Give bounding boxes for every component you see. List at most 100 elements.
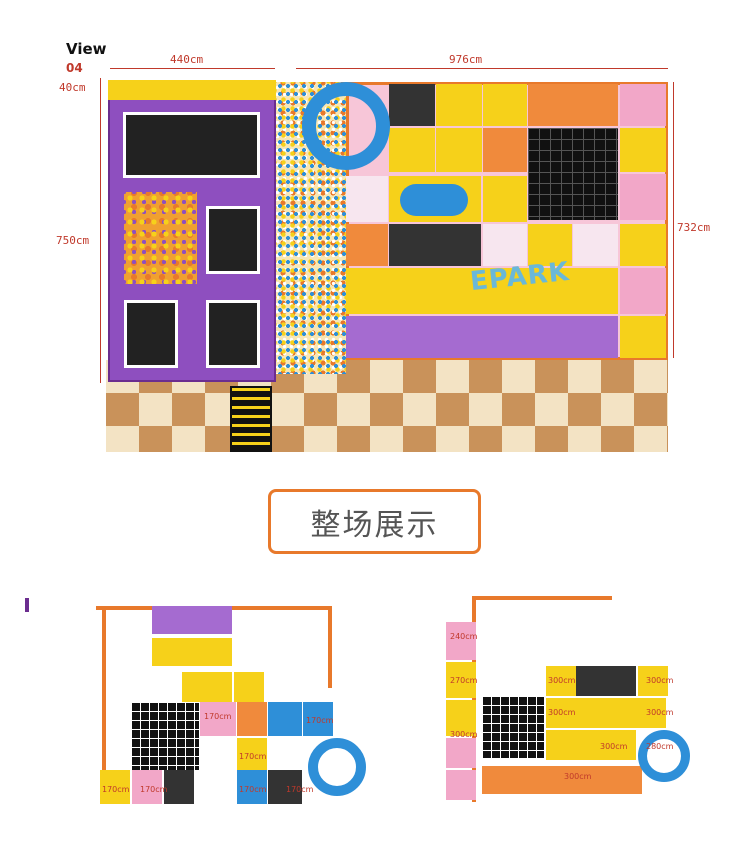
- yellow-block: [576, 730, 636, 760]
- view-label: View: [66, 40, 107, 58]
- trampoline-top-band: [108, 80, 276, 100]
- blue-block: [303, 702, 333, 736]
- height-label: 300cm: [548, 708, 576, 717]
- height-label: 300cm: [646, 708, 674, 717]
- yellow-block: [528, 224, 572, 266]
- height-label: 300cm: [548, 676, 576, 685]
- view-number: 04: [66, 61, 83, 75]
- yellow-block: [436, 84, 482, 126]
- yellow-slide: [152, 638, 232, 666]
- orange-block: [346, 224, 388, 266]
- height-label: 280cm: [646, 742, 674, 751]
- button-wall: [389, 224, 481, 266]
- orange-block: [528, 84, 618, 126]
- yellow-block: [546, 698, 576, 728]
- height-label: 170cm: [239, 785, 267, 794]
- orange-base: [482, 766, 642, 794]
- frame-post: [102, 606, 106, 804]
- dim-top-left-width: 440cm: [170, 53, 204, 66]
- height-label: 300cm: [564, 772, 592, 781]
- entrance-stairs: [230, 386, 272, 452]
- spiral-slide: [638, 730, 690, 782]
- button-wall: [576, 666, 636, 696]
- yellow-block: [576, 698, 666, 728]
- dim-top-right-width: 976cm: [449, 53, 483, 66]
- pink-block: [446, 622, 476, 660]
- spiral-slide: [308, 738, 366, 796]
- height-label: 170cm: [306, 716, 334, 725]
- yellow-block: [100, 770, 130, 804]
- trampoline-large: [123, 112, 260, 178]
- yellow-block: [483, 176, 527, 222]
- dim-line-right: [673, 82, 674, 358]
- net-block: [268, 770, 302, 804]
- height-label: 170cm: [239, 752, 267, 761]
- yellow-block: [446, 662, 476, 698]
- climbing-net: [131, 702, 199, 770]
- frame-post: [472, 596, 476, 802]
- white-block: [483, 224, 527, 266]
- dim-line-top-left: [110, 68, 275, 69]
- pink-block: [132, 770, 162, 804]
- side-view-left: 170cm 170cm 170cm 170cm 170cm 170cm 170c…: [96, 598, 366, 808]
- section-marker: [25, 598, 29, 612]
- climbing-net: [482, 696, 544, 758]
- yellow-block: [620, 128, 666, 172]
- climbing-net: [528, 128, 618, 220]
- yellow-block: [436, 128, 482, 172]
- dim-line-left: [100, 78, 101, 383]
- dim-right-height: 732cm: [677, 221, 711, 234]
- orange-block: [483, 128, 527, 172]
- pink-block: [620, 268, 666, 314]
- height-label: 300cm: [450, 730, 478, 739]
- height-label: 300cm: [646, 676, 674, 685]
- dim-left-height: 750cm: [56, 234, 90, 247]
- tube-tunnel: [400, 184, 468, 216]
- yellow-block: [546, 730, 576, 760]
- height-label: 170cm: [286, 785, 314, 794]
- orange-block: [237, 702, 267, 736]
- foam-pit: [124, 192, 197, 284]
- white-block: [573, 224, 618, 266]
- yellow-block: [446, 700, 476, 736]
- section-title: 整场展示: [268, 489, 481, 554]
- pink-block: [200, 702, 236, 736]
- yellow-block: [638, 666, 668, 696]
- purple-floor: [346, 316, 618, 358]
- trampoline-small-3: [206, 300, 260, 368]
- dim-line-top-right: [296, 68, 668, 69]
- yellow-block: [546, 666, 576, 696]
- yellow-block: [237, 738, 267, 772]
- frame-post: [328, 606, 332, 688]
- white-block: [346, 176, 388, 222]
- height-label: 170cm: [204, 712, 232, 721]
- height-label: 270cm: [450, 676, 478, 685]
- net-block: [164, 770, 194, 804]
- yellow-block: [182, 672, 232, 702]
- frame-beam: [472, 596, 612, 600]
- blue-block: [268, 702, 302, 736]
- trampoline-small-2: [124, 300, 178, 368]
- trampoline-small-1: [206, 206, 260, 274]
- purple-slide: [152, 606, 232, 634]
- side-view-right: 240cm 270cm 300cm 300cm 300cm 300cm 300c…: [442, 596, 704, 806]
- yellow-block: [389, 128, 435, 172]
- pink-block: [620, 174, 666, 220]
- pink-block: [446, 738, 476, 768]
- yellow-block: [620, 316, 666, 358]
- blue-block: [237, 770, 267, 804]
- dim-top-band: 40cm: [59, 81, 86, 94]
- yellow-block: [234, 672, 264, 702]
- height-label: 300cm: [600, 742, 628, 751]
- yellow-block: [483, 84, 527, 126]
- spiral-slide: [302, 82, 390, 170]
- checkered-floor: [106, 360, 668, 452]
- yellow-floor: [346, 268, 618, 314]
- height-label: 240cm: [450, 632, 478, 641]
- net-block: [389, 84, 435, 126]
- pink-block: [446, 770, 476, 800]
- height-label: 170cm: [102, 785, 130, 794]
- yellow-block: [620, 224, 666, 266]
- pink-block: [620, 84, 666, 126]
- height-label: 170cm: [140, 785, 168, 794]
